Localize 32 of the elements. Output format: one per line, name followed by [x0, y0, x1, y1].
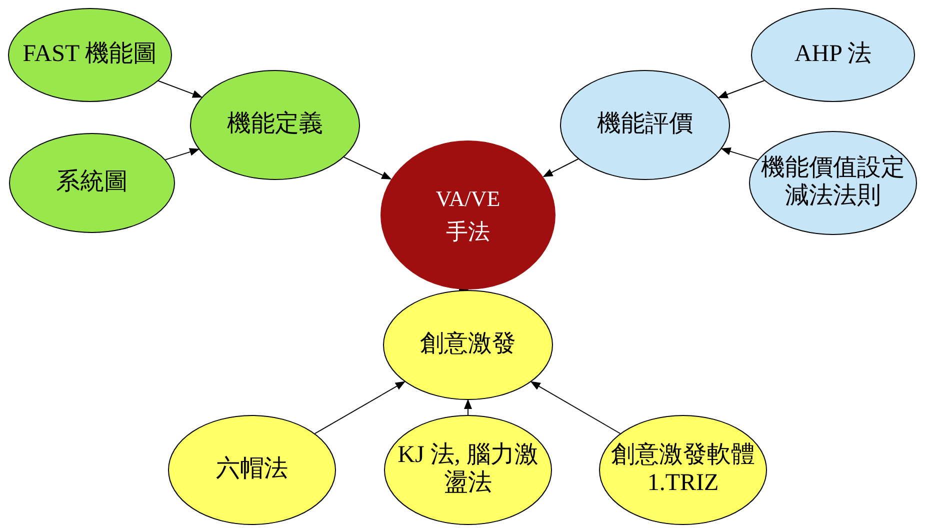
- ellipse-node: [749, 131, 917, 235]
- ellipse-node: [599, 415, 767, 525]
- node-text: KJ 法, 腦力激盪法: [396, 442, 540, 498]
- ellipse-node: [9, 133, 175, 233]
- node-text: FAST 機能圖: [22, 41, 158, 69]
- ellipse-node: [560, 70, 730, 180]
- ellipse-node: [751, 8, 915, 102]
- node-text: 機能定義: [226, 111, 324, 139]
- arrow: [165, 148, 200, 160]
- ellipse-node: [380, 140, 556, 290]
- arrow: [314, 381, 406, 434]
- arrow: [158, 80, 203, 98]
- node-text: 機能價值設定減法法則: [760, 155, 906, 211]
- ellipse-node: [383, 290, 553, 400]
- node-text: AHP 法: [793, 41, 873, 69]
- node-text: 創意激發: [419, 331, 517, 359]
- ellipse-node: [168, 415, 336, 525]
- ellipse-node: [8, 8, 172, 102]
- arrow: [344, 156, 392, 180]
- arrow: [459, 289, 469, 290]
- arrow: [542, 158, 579, 178]
- node-text: 系統圖: [55, 169, 129, 197]
- node-text: 創意激發軟體 1.TRIZ: [610, 442, 756, 498]
- arrow: [530, 381, 621, 434]
- ellipse-node: [190, 70, 360, 180]
- arrow: [720, 148, 758, 160]
- arrow: [718, 80, 765, 98]
- node-text: VA/VE 手法: [434, 185, 502, 246]
- node-text: 機能評價: [596, 111, 694, 139]
- ellipse-node: [384, 415, 552, 525]
- arrow: [464, 399, 472, 416]
- node-text: 六帽法: [215, 456, 289, 484]
